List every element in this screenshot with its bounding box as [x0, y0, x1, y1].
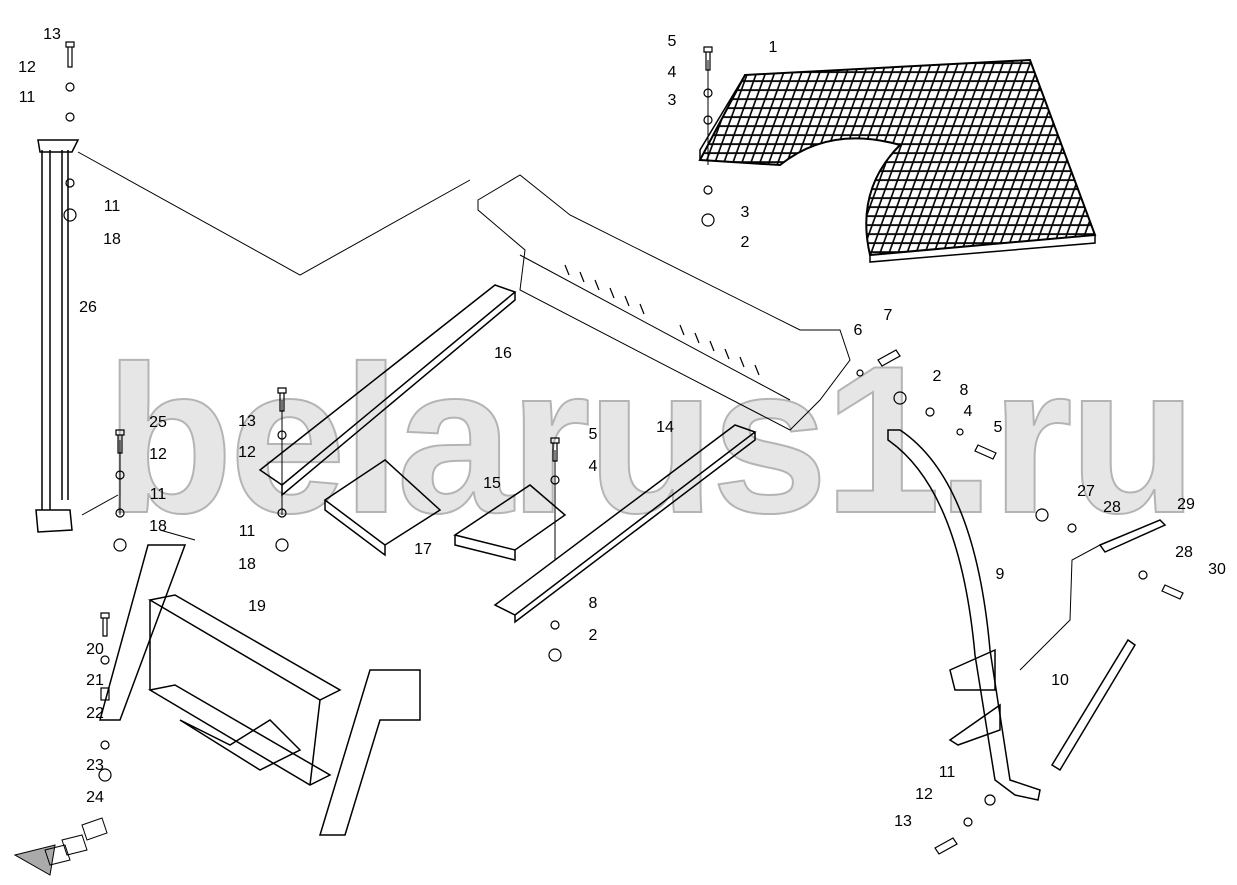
part-number-label: 13	[43, 26, 61, 43]
part-number-label: 4	[963, 403, 973, 420]
part-number-label: 11	[103, 198, 121, 215]
part-number-label: 8	[588, 595, 598, 612]
part-number-label: 2	[740, 234, 750, 251]
part-number-label: 13	[894, 813, 912, 830]
part-number-label: 12	[915, 786, 933, 803]
part-number-label: 12	[18, 59, 36, 76]
part-number-label: 13	[238, 413, 256, 430]
part-number-label: 23	[86, 757, 104, 774]
part-number-label: 5	[667, 33, 677, 50]
part-number-label: 12	[238, 444, 256, 461]
part-number-label: 14	[656, 419, 674, 436]
main-frame-beam	[477, 174, 851, 431]
part-number-label: 2	[932, 368, 942, 385]
part-number-label: 5	[993, 419, 1003, 436]
part-number-label: 19	[248, 598, 266, 615]
part-number-label: 4	[667, 64, 677, 81]
watermark: belarus1.ru	[104, 322, 1198, 557]
arch-part-9	[887, 429, 1041, 801]
part-number-label: 18	[103, 231, 121, 248]
part-number-label: 3	[740, 204, 750, 221]
frame-assembly-part-19	[99, 544, 421, 836]
part-number-label: 22	[86, 705, 104, 722]
forward-direction-arrow	[13, 817, 108, 876]
part-number-label: 4	[588, 458, 598, 475]
part-number-label: 30	[1208, 561, 1226, 578]
part-number-label: 28	[1175, 544, 1193, 561]
part-number-label: 18	[149, 518, 167, 535]
part-number-label: 11	[238, 523, 256, 540]
part-number-label: 6	[853, 322, 863, 339]
fasteners	[63, 41, 1184, 855]
part-number-label: 11	[149, 486, 167, 503]
part-number-label: 16	[494, 345, 512, 362]
part-number-label: 3	[667, 92, 677, 109]
part-number-label: 27	[1077, 483, 1095, 500]
part-number-label: 8	[959, 382, 969, 399]
part-number-label: 12	[149, 446, 167, 463]
part-number-label: 18	[238, 556, 256, 573]
part-number-label: 24	[86, 789, 104, 806]
part-number-label: 11	[938, 764, 956, 781]
part-number-label: 5	[588, 426, 598, 443]
bar-part-10	[1050, 638, 1136, 772]
part-number-label: 26	[79, 299, 97, 316]
post-part-26	[35, 139, 80, 533]
part-number-label: 28	[1103, 499, 1121, 516]
part-number-label: 15	[483, 475, 501, 492]
part-number-label: 2	[588, 627, 598, 644]
part-number-label: 25	[149, 414, 167, 431]
part-number-label: 17	[414, 541, 432, 558]
bracket-part-17	[323, 459, 442, 557]
bracket-part-15	[453, 484, 567, 561]
part-number-label: 21	[86, 672, 104, 689]
floor-grating-part-1	[698, 58, 1097, 263]
part-number-label: 29	[1177, 496, 1195, 513]
beam-part-14	[493, 424, 757, 624]
bar-part-29	[1098, 519, 1167, 553]
part-number-label: 10	[1051, 672, 1069, 689]
part-number-label: 1	[768, 39, 778, 56]
part-number-label: 20	[86, 641, 104, 658]
beam-part-16	[258, 284, 517, 497]
part-number-label: 7	[883, 307, 893, 324]
part-number-label: 11	[18, 89, 36, 106]
part-number-label: 9	[995, 566, 1005, 583]
leader-lines	[77, 60, 1101, 671]
